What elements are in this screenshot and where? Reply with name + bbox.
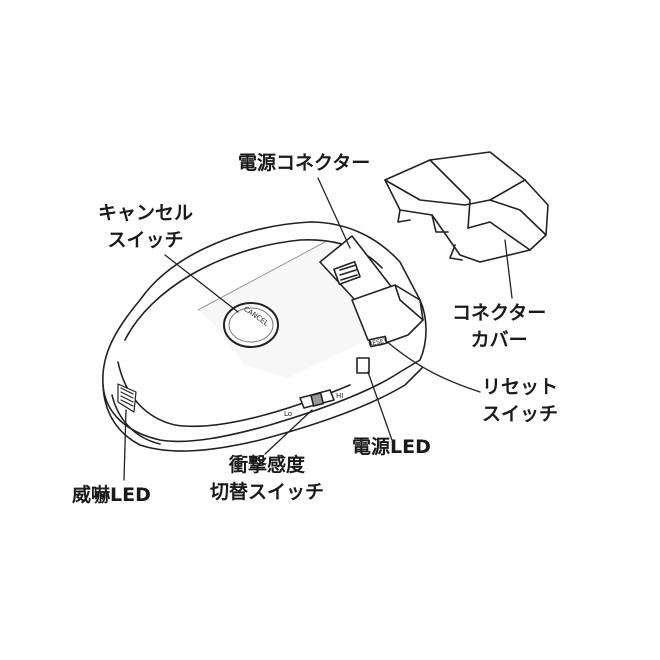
label-connector-cover-line2: カバー (452, 327, 546, 354)
connector-cover (385, 152, 548, 262)
label-shock-sensitivity: 衝撃感度 切替スイッチ (210, 452, 324, 506)
label-cancel-switch-line1: キャンセル (98, 200, 193, 227)
label-threat-led: 威嚇LED (72, 482, 151, 509)
label-shock-sensitivity-line2: 切替スイッチ (210, 479, 324, 506)
label-reset-switch-line2: スイッチ (482, 401, 558, 428)
label-power-led: 電源LED (352, 434, 431, 461)
shock-switch-knob (311, 393, 323, 406)
label-connector-cover: コネクター カバー (452, 300, 546, 354)
label-cancel-switch-line2: スイッチ (98, 227, 193, 254)
label-reset-switch: リセット スイッチ (482, 374, 558, 428)
hi-marking: HI (336, 392, 343, 400)
label-shock-sensitivity-line1: 衝撃感度 (210, 452, 324, 479)
label-connector-cover-line1: コネクター (452, 300, 546, 327)
label-cancel-switch: キャンセル スイッチ (98, 200, 193, 254)
label-power-connector: 電源コネクター (238, 150, 370, 177)
power-led (357, 358, 369, 373)
label-reset-switch-line1: リセット (482, 374, 558, 401)
lo-marking: Lo (284, 410, 292, 418)
